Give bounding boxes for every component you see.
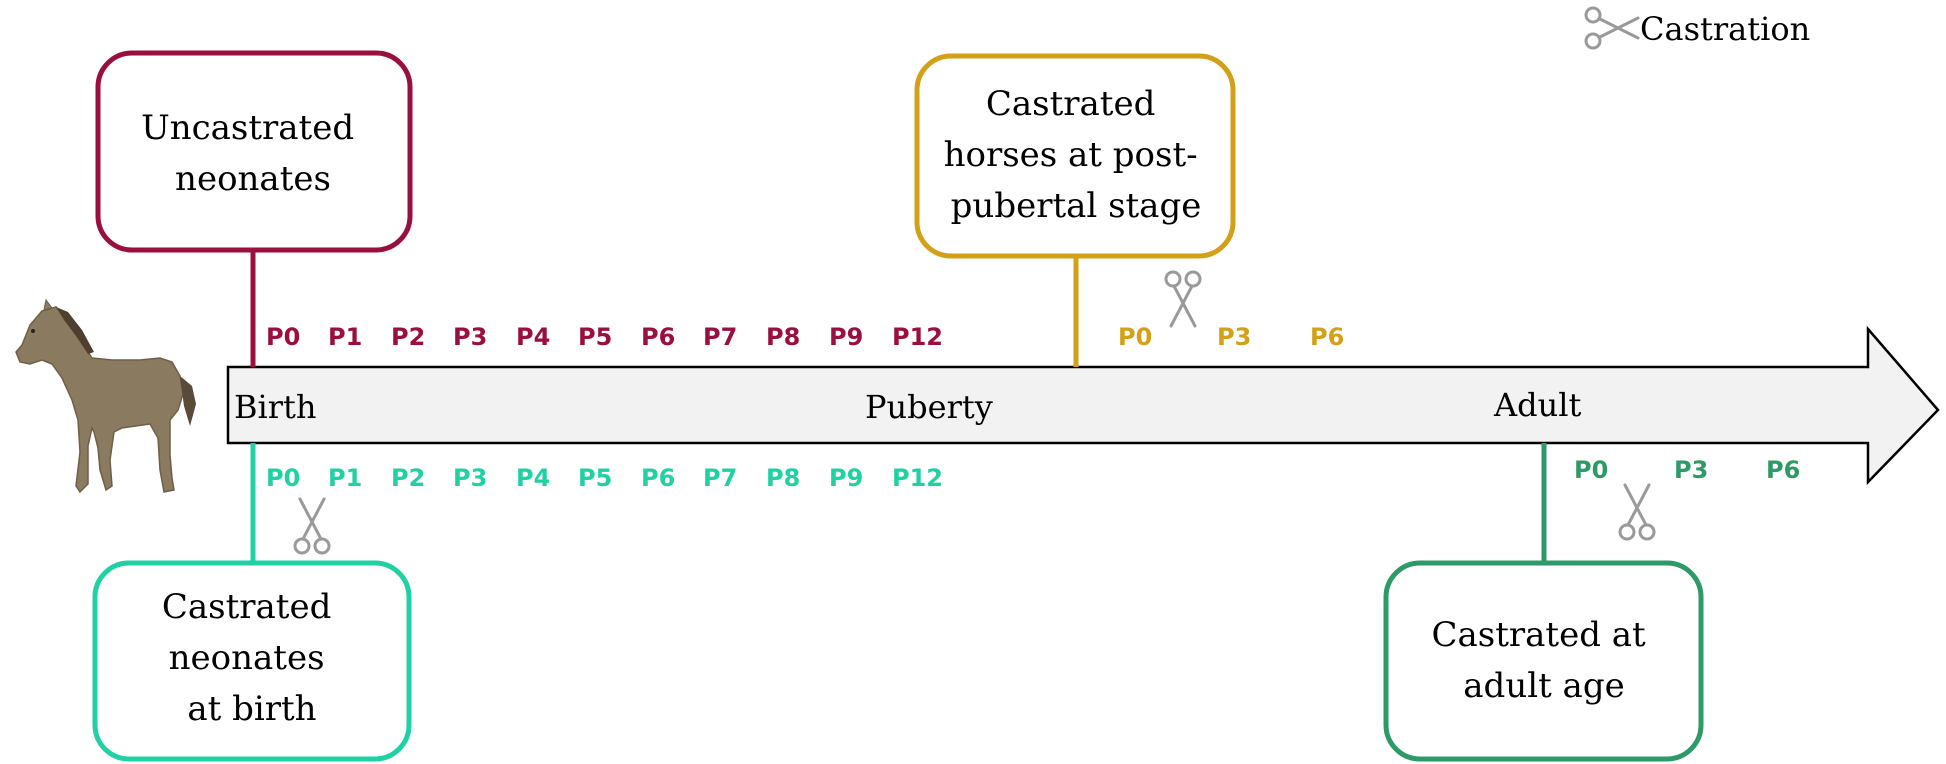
- uncastrated-point: P6: [641, 323, 675, 351]
- scissors-icon: [1164, 270, 1202, 328]
- uncastrated-point: P9: [829, 323, 863, 351]
- uncastrated-box: [95, 50, 413, 253]
- svg-text:Uncastrated neonates: Uncastrated neonates: [141, 108, 365, 199]
- timeline-label-adult: Adult: [1493, 386, 1581, 424]
- timeline-label-puberty: Puberty: [865, 388, 993, 426]
- legend: Castration: [1584, 6, 1810, 50]
- castrated-adult-sampling-points: P0 P3 P6: [1574, 456, 1800, 484]
- uncastrated-point: P7: [703, 323, 737, 351]
- foal-icon: [15, 298, 196, 494]
- castrated-birth-point: P0: [266, 464, 300, 492]
- timeline-arrow: [226, 325, 1940, 486]
- castrated-postpubertal-title-line: horses at post-: [944, 135, 1198, 175]
- castrated-postpubertal-box: [914, 53, 1236, 259]
- legend-label: Castration: [1640, 10, 1810, 48]
- uncastrated-point: P8: [766, 323, 800, 351]
- castrated-birth-point: P1: [328, 464, 362, 492]
- castrated-postpubertal-title-line: Castrated: [986, 84, 1155, 124]
- uncastrated-sampling-points: P0 P1 P2 P3 P4 P5 P6 P7 P8 P9 P12: [266, 323, 943, 351]
- uncastrated-point: P5: [578, 323, 612, 351]
- castrated-birth-point: P9: [829, 464, 863, 492]
- svg-text:Castrated at adult age: Castrated at adult age: [1431, 615, 1656, 706]
- timeline-label-birth: Birth: [234, 388, 317, 426]
- scissors-icon: [1584, 6, 1640, 50]
- castrated-postpubertal-point: P6: [1310, 323, 1344, 351]
- castrated-birth-point: P8: [766, 464, 800, 492]
- castrated-postpubertal-point: P3: [1217, 323, 1251, 351]
- uncastrated-point: P4: [516, 323, 550, 351]
- uncastrated-point: P0: [266, 323, 300, 351]
- castrated-postpubertal-sampling-points: P0 P3 P6: [1118, 323, 1344, 351]
- uncastrated-point: P12: [892, 323, 943, 351]
- castrated-postpubertal-title-line: pubertal stage: [951, 186, 1202, 226]
- svg-text:Castrated horses at post-: Castrated horses at post- pubertal stage: [944, 84, 1209, 226]
- castrated-birth-point: P3: [453, 464, 487, 492]
- castrated-birth-title-line: neonates: [169, 638, 325, 678]
- castrated-adult-title-line: adult age: [1463, 666, 1624, 706]
- castrated-postpubertal-point: P0: [1118, 323, 1152, 351]
- scissors-icon: [293, 497, 331, 555]
- castrated-adult-point: P3: [1674, 456, 1708, 484]
- uncastrated-point: P3: [453, 323, 487, 351]
- castrated-birth-sampling-points: P0 P1 P2 P3 P4 P5 P6 P7 P8 P9 P12: [266, 464, 943, 492]
- scissors-icon: [1618, 483, 1656, 541]
- castrated-birth-point: P6: [641, 464, 675, 492]
- svg-text:Castrated neonates at: Castrated neonates at birth: [162, 587, 342, 729]
- uncastrated-title-line: neonates: [175, 159, 331, 199]
- castrated-adult-point: P6: [1766, 456, 1800, 484]
- castrated-adult-point: P0: [1574, 456, 1608, 484]
- castrated-birth-point: P5: [578, 464, 612, 492]
- uncastrated-point: P2: [391, 323, 425, 351]
- castrated-birth-title-line: Castrated: [162, 587, 331, 627]
- castrated-birth-point: P12: [892, 464, 943, 492]
- castrated-birth-point: P4: [516, 464, 550, 492]
- castrated-birth-title-line: at birth: [187, 689, 316, 729]
- uncastrated-point: P1: [328, 323, 362, 351]
- castrated-birth-point: P7: [703, 464, 737, 492]
- castrated-adult-box: [1383, 560, 1704, 762]
- castrated-adult-title-line: Castrated at: [1431, 615, 1646, 655]
- castrated-birth-box: [92, 560, 412, 762]
- uncastrated-title-line: Uncastrated: [141, 108, 354, 148]
- castrated-birth-point: P2: [391, 464, 425, 492]
